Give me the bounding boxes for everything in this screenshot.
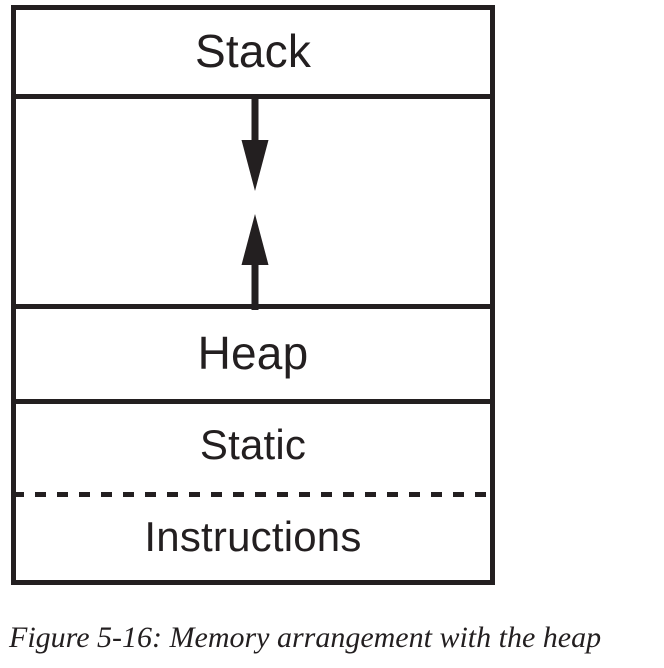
region-label-instructions: Instructions — [144, 513, 362, 560]
region-label-static: Static — [199, 421, 307, 468]
stack-grows-down-arrow — [241, 94, 269, 191]
growth-arrows-group — [241, 94, 269, 310]
region-label-stack: Stack — [194, 25, 312, 77]
divider-heap-bottom — [11, 399, 495, 404]
heap-grows-up-arrow — [241, 214, 269, 310]
region-label-heap: Heap — [197, 327, 309, 379]
divider-static-instructions-dashed — [13, 492, 493, 497]
figure-caption: Figure 5-16: Memory arrangement with the… — [9, 621, 602, 654]
